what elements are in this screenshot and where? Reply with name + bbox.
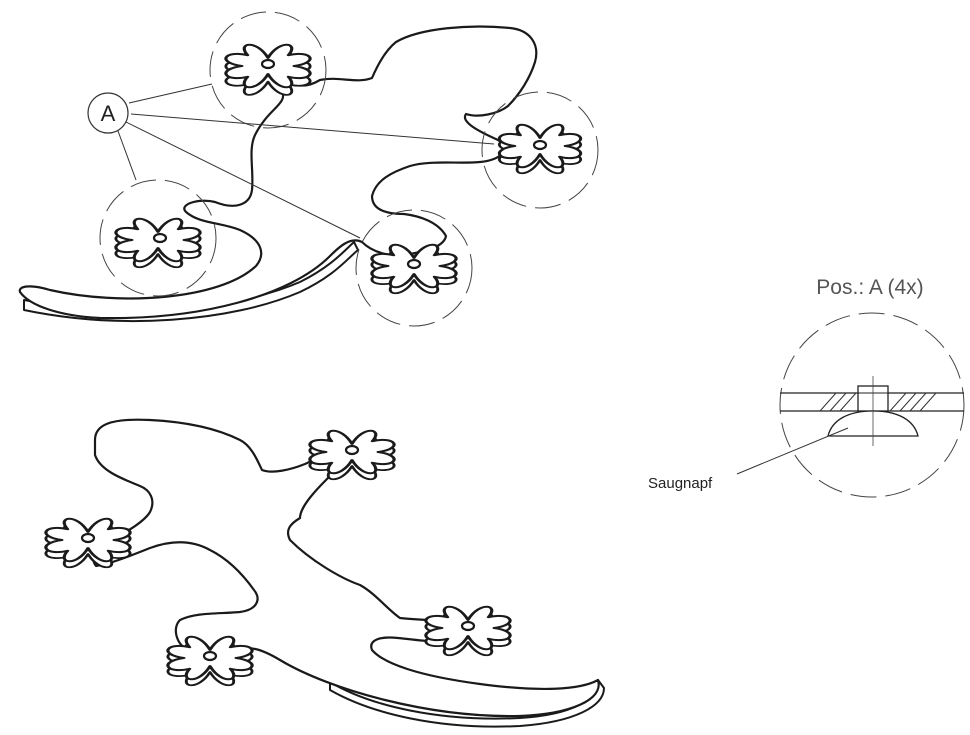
leader-line-4 <box>117 130 137 181</box>
detail-circle-4 <box>355 209 473 327</box>
leader-line-2 <box>130 113 495 145</box>
detail-view: Pos.: A (4x) Saugnapf <box>648 276 965 498</box>
detail-circle-1 <box>209 11 327 129</box>
gecko-bottom-view <box>44 418 605 728</box>
gecko-top-foot-2 <box>497 123 583 175</box>
callout-a: A <box>87 83 495 239</box>
gecko-top-foot-3 <box>114 217 202 269</box>
plate-hatching <box>819 392 937 412</box>
gecko-top-view: A <box>18 11 599 327</box>
callout-bubble <box>87 92 129 134</box>
gecko-bottom-tail-edge <box>329 679 605 728</box>
gecko-bottom-foot-1 <box>308 429 396 481</box>
gecko-bottom-foot-2 <box>44 517 132 569</box>
leader-line-3 <box>125 121 361 239</box>
detail-view-circle <box>779 312 965 498</box>
detail-title: Pos.: A (4x) <box>816 276 923 299</box>
gecko-bottom-foot-3 <box>166 635 254 687</box>
leader-line-1 <box>128 83 213 104</box>
callout-letter: A <box>101 101 116 126</box>
gecko-top-foot-1 <box>224 43 312 97</box>
gecko-bottom-foot-4 <box>424 605 512 657</box>
detail-circle-3 <box>99 179 217 297</box>
part-label: Saugnapf <box>648 475 713 492</box>
detail-circle-2 <box>481 91 599 209</box>
part-leader-line <box>736 427 849 475</box>
gecko-top-foot-4 <box>370 243 458 295</box>
